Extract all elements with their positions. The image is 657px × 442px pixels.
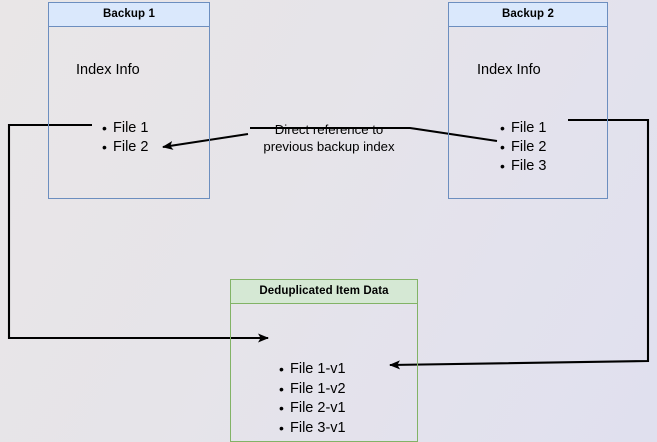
backup2-header: Backup 2: [449, 3, 607, 27]
list-item: File 1: [500, 119, 547, 138]
backup1-file-list: File 1 File 2: [99, 119, 149, 157]
dedup-body: File 1-v1 File 1-v2 File 2-v1 File 3-v1: [231, 304, 417, 441]
annotation-line-1: Direct reference to: [274, 122, 384, 137]
list-item: File 1-v2: [279, 380, 346, 400]
list-item: File 1: [102, 119, 149, 138]
backup2-body: Index Info File 1 File 2 File 3: [449, 27, 607, 198]
list-item: File 1-v1: [279, 360, 346, 380]
dedup-header: Deduplicated Item Data: [231, 280, 417, 304]
deduplicated-item-data-box: Deduplicated Item Data File 1-v1 File 1-…: [230, 279, 418, 442]
backup2-file-list: File 1 File 2 File 3: [497, 119, 547, 176]
direct-reference-annotation: Direct reference to previous backup inde…: [254, 121, 404, 155]
list-item: File 3-v1: [279, 419, 346, 439]
list-item: File 2-v1: [279, 399, 346, 419]
dedup-file-list: File 1-v1 File 1-v2 File 2-v1 File 3-v1: [276, 360, 346, 438]
backup1-box: Backup 1 Index Info File 1 File 2: [48, 2, 210, 199]
backup1-body: Index Info File 1 File 2: [49, 27, 209, 198]
annotation-line-2: previous backup index: [263, 139, 395, 154]
list-item: File 2: [500, 138, 547, 157]
list-item: File 3: [500, 157, 547, 176]
backup2-box: Backup 2 Index Info File 1 File 2 File 3: [448, 2, 608, 199]
list-item: File 2: [102, 138, 149, 157]
backup2-index-label: Index Info: [477, 62, 541, 78]
backup1-index-label: Index Info: [76, 62, 140, 78]
backup1-header: Backup 1: [49, 3, 209, 27]
